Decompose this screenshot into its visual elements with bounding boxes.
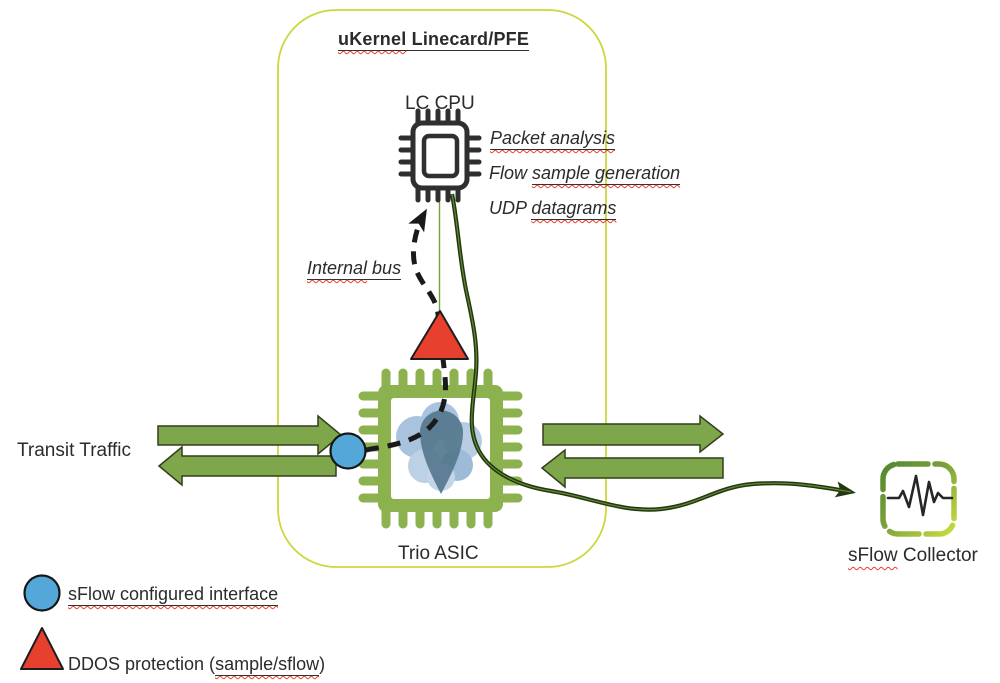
annotation-packet-analysis: Packet analysis [490,128,616,150]
sflow-collector-label: sFlow Collector [848,545,978,566]
cpu-chip-icon [398,108,482,203]
internal-bus-label: Internal bus [307,258,402,280]
sflow-datagram-path [449,193,856,512]
annotation-flow-sample-generation: Flow sample generation [489,163,681,185]
arrow-out-right-icon [542,414,725,454]
trio-asic-label: Trio ASIC [398,543,479,564]
arrow-in-left-icon [157,414,343,456]
pulse-monitor-icon [880,461,957,537]
pulse-waveform [886,474,954,517]
ddos-triangle-icon [410,310,469,360]
sflow-interface-icon [329,432,367,470]
asic-chip-icon [358,368,523,529]
arrow-out-left-icon [157,445,337,487]
transit-traffic-label: Transit Traffic [17,440,132,461]
arrow-in-right-icon [540,448,724,489]
transit-arrows-left [157,414,343,487]
legend-red-triangle-marker [20,627,64,670]
transit-arrows-right [540,414,725,489]
internal-bus-dashed-path [365,208,448,453]
legend-interface-label: sFlow configured interface [68,584,279,606]
boundary-title: uKernel Linecard/PFE [338,29,530,51]
collector-frame [880,461,957,537]
legend-blue-circle-marker [23,574,61,612]
sampling-funnel-icon [420,410,463,494]
linecard-boundary [277,9,607,568]
legend-ddos-label: DDOS protection (sample/sflow) [68,654,326,676]
annotation-udp-datagrams: UDP datagrams [489,198,617,220]
lc-cpu-label: LC CPU [405,93,475,114]
cpu-core [421,133,460,179]
